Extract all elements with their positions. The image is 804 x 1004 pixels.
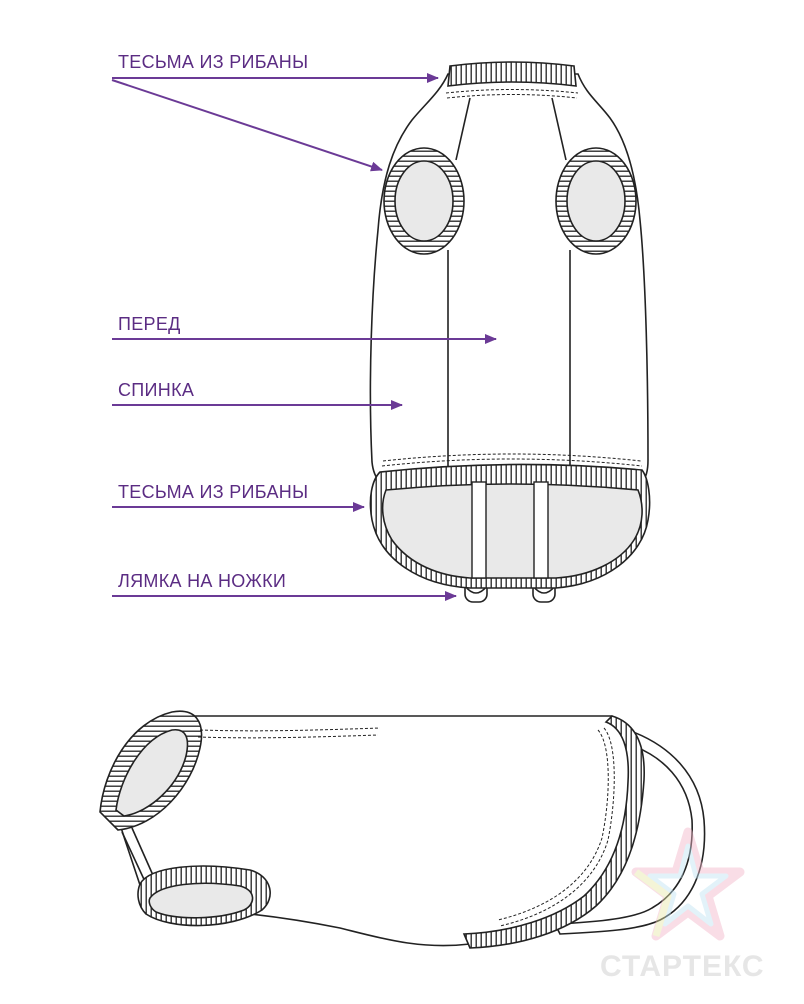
label-front: ПЕРЕД: [118, 314, 181, 334]
label-rib-trim-bottom: ТЕСЬМА ИЗ РИБАНЫ: [118, 482, 308, 502]
side-neck-opening: [99, 710, 381, 831]
label-back: СПИНКА: [118, 380, 194, 400]
label-leg-strap: ЛЯМКА НА НОЖКИ: [118, 571, 286, 591]
label-rib-trim-top: ТЕСЬМА ИЗ РИБАНЫ: [118, 52, 308, 72]
watermark-text: СТАРТЕКС: [600, 950, 765, 983]
armhole-right: [555, 147, 637, 255]
garment-body-outline: [369, 73, 649, 483]
side-hem-rib: [462, 715, 645, 949]
star-logo-icon: [631, 827, 745, 941]
watermark: СТАРТЕКС: [600, 827, 765, 983]
side-leg-opening: [137, 865, 271, 927]
garment-side-view: [99, 710, 706, 949]
armhole-left: [383, 147, 465, 255]
callouts: ТЕСЬМА ИЗ РИБАНЫ ПЕРЕД СПИНКА ТЕСЬМА ИЗ …: [111, 52, 497, 601]
bottom-lining: [381, 483, 643, 579]
neck-rib: [447, 61, 577, 87]
arrow-rib-trim-armhole: [111, 79, 383, 172]
side-leg-strap: [553, 728, 706, 935]
garment-top-view: [369, 61, 651, 603]
